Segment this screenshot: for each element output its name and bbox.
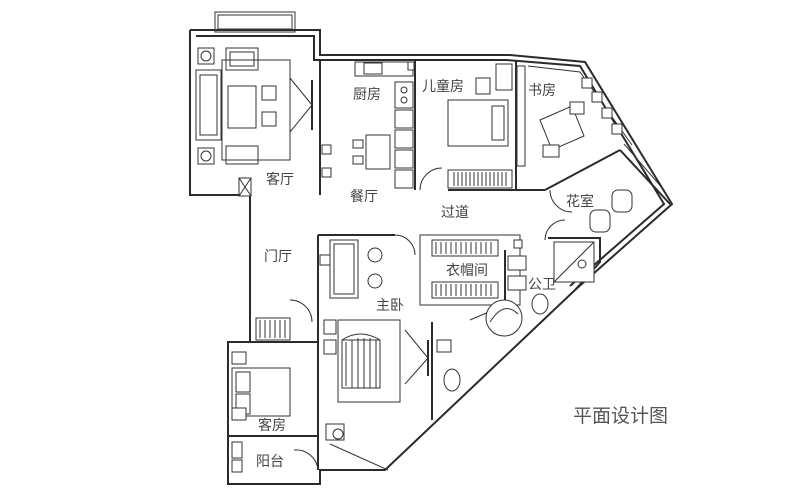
label-kitchen: 厨房 [353, 87, 381, 103]
label-flower: 花室 [566, 193, 594, 210]
room-labels: 客厅 厨房 餐厅 儿童房 书房 过道 花室 门厅 衣帽间 公卫 主卧 客房 阳台 [256, 78, 594, 470]
kids-furniture [447, 63, 526, 189]
label-living: 客厅 [266, 171, 294, 188]
label-bathroom: 公卫 [528, 277, 556, 293]
label-study: 书房 [528, 83, 556, 99]
label-entrance: 门厅 [264, 249, 292, 265]
kitchen-furniture [321, 61, 415, 189]
door-swings [289, 167, 573, 471]
label-dining: 餐厅 [350, 189, 378, 205]
kids-wardrobe-hatch [453, 172, 507, 186]
label-corridor: 过道 [441, 205, 469, 221]
master-furniture [319, 239, 461, 471]
wardrobe-racks [431, 239, 523, 299]
guest-furniture [231, 317, 291, 473]
bathroom-fixtures [485, 241, 595, 337]
label-master: 主卧 [376, 298, 404, 314]
flower-furniture [589, 159, 657, 233]
outer-walls [189, 29, 674, 485]
living-furniture [195, 47, 313, 197]
label-wardrobe: 衣帽间 [446, 263, 488, 279]
label-balcony: 阳台 [256, 454, 284, 470]
study-furniture [527, 65, 633, 158]
living-balcony [214, 11, 296, 33]
label-kids: 儿童房 [422, 78, 464, 95]
plan-title: 平面设计图 [573, 405, 668, 427]
label-guest: 客房 [258, 417, 286, 434]
